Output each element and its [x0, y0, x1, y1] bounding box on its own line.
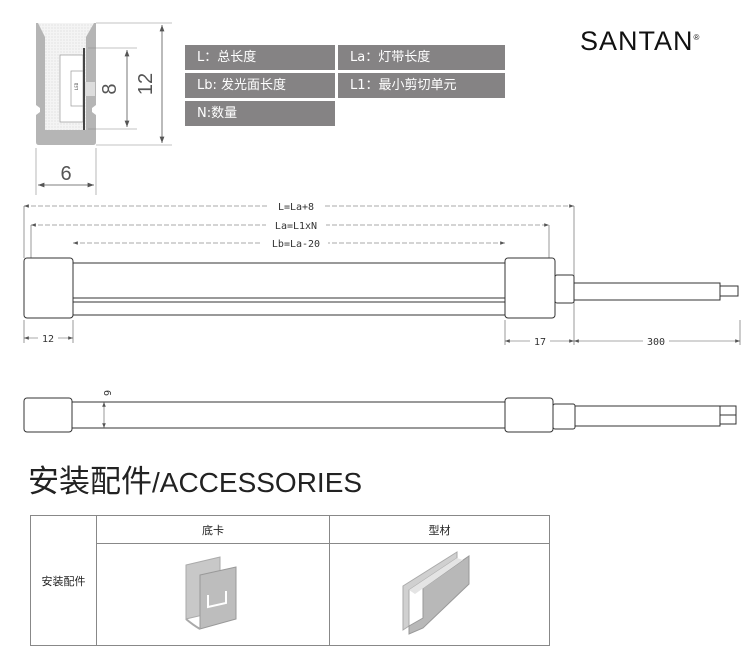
column-header-clip: 底卡 [96, 515, 330, 544]
cable-length-dimension: 300 [647, 337, 665, 348]
row-label: 安装配件 [30, 515, 97, 646]
legend-L: L：总长度 [185, 45, 335, 70]
thickness-dimension: 6 [101, 390, 112, 396]
cross-section-profile: LED [36, 23, 96, 145]
legend-La: La：灯带长度 [338, 45, 505, 70]
light-height-dimension: 8 [99, 83, 121, 94]
legend-Lb: Lb: 发光面长度 [185, 73, 335, 98]
left-cap-dimension: 12 [42, 334, 54, 345]
height-dimension: 12 [135, 73, 157, 95]
technical-drawing: LED 12 8 6 L=La+8 La=L1xN Lb=La-20 [23, 22, 741, 433]
width-dimension: 6 [60, 163, 71, 185]
accessories-heading: 安装配件/ACCESSORIES [28, 464, 363, 500]
accessories-table: 安装配件 底卡 型材 [30, 515, 550, 646]
right-cap-dimension: 17 [534, 337, 546, 348]
aluminum-profile-image [329, 543, 550, 646]
legend-L1: L1：最小剪切单元 [338, 73, 505, 98]
strip-length-formula: La=L1xN [275, 221, 317, 232]
column-header-profile: 型材 [329, 515, 550, 544]
strip-side-view [23, 397, 737, 433]
strip-front-view [23, 257, 739, 319]
led-label: LED [74, 82, 79, 90]
brand-logo: SANTAN® [580, 26, 701, 56]
total-length-formula: L=La+8 [278, 202, 314, 213]
light-length-formula: Lb=La-20 [272, 239, 320, 250]
mounting-clip-image [96, 543, 330, 646]
legend-N: N:数量 [185, 101, 335, 126]
